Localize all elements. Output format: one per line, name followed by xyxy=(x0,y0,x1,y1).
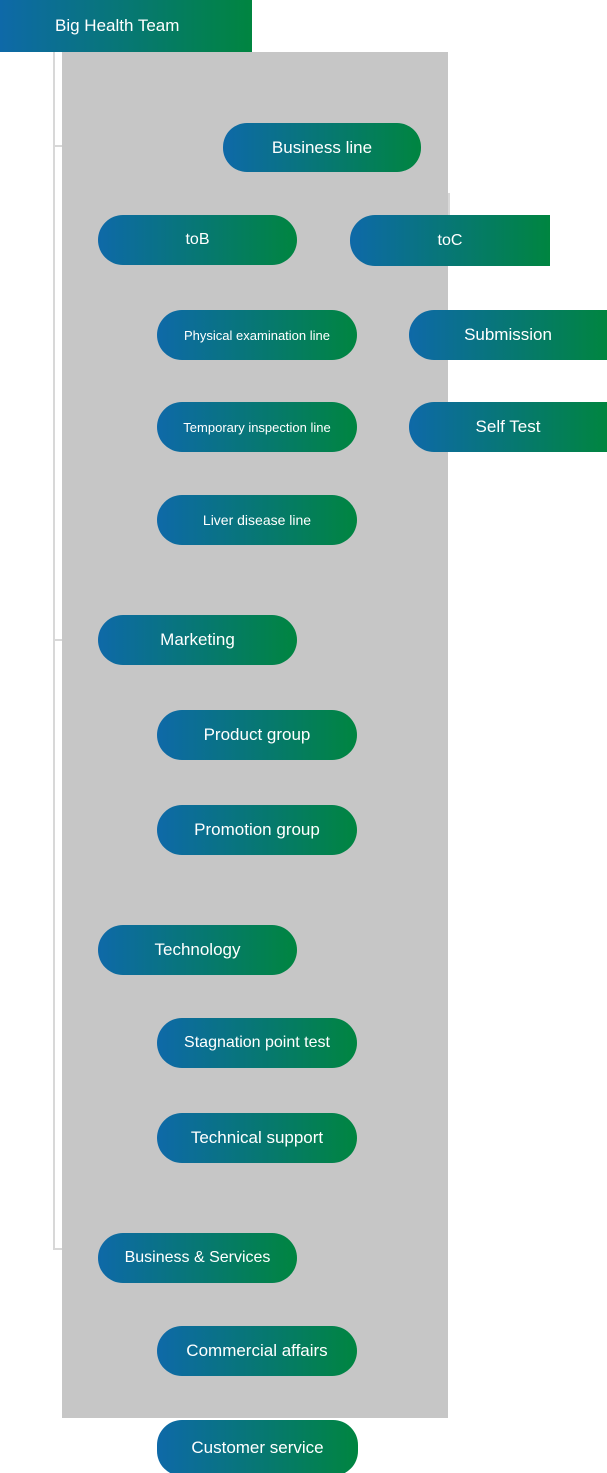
node-physical-examination-line[interactable]: Physical examination line xyxy=(157,310,357,360)
node-tob[interactable]: toB xyxy=(98,215,297,265)
connector-tick-marketing xyxy=(53,639,62,641)
node-temporary-inspection-line[interactable]: Temporary inspection line xyxy=(157,402,357,452)
node-technology[interactable]: Technology xyxy=(98,925,297,975)
node-customer-service[interactable]: Customer service xyxy=(157,1420,358,1473)
node-liver-disease-line[interactable]: Liver disease line xyxy=(157,495,357,545)
node-stagnation-point-test[interactable]: Stagnation point test xyxy=(157,1018,357,1068)
node-marketing[interactable]: Marketing xyxy=(98,615,297,665)
node-product-group[interactable]: Product group xyxy=(157,710,357,760)
root-node-big-health-team[interactable]: Big Health Team xyxy=(0,0,252,52)
node-self-test[interactable]: Self Test xyxy=(409,402,607,452)
node-technical-support[interactable]: Technical support xyxy=(157,1113,357,1163)
connector-tick-business-services xyxy=(53,1248,62,1250)
node-commercial-affairs[interactable]: Commercial affairs xyxy=(157,1326,357,1376)
connector-toc xyxy=(448,193,450,215)
node-toc[interactable]: toC xyxy=(350,215,550,266)
connector-trunk xyxy=(53,52,55,1250)
node-promotion-group[interactable]: Promotion group xyxy=(157,805,357,855)
node-business-and-services[interactable]: Business & Services xyxy=(98,1233,297,1283)
root-node-label: Big Health Team xyxy=(55,16,180,35)
connector-tick-business-line xyxy=(53,145,62,147)
node-business-line[interactable]: Business line xyxy=(223,123,421,172)
node-submission[interactable]: Submission xyxy=(409,310,607,360)
